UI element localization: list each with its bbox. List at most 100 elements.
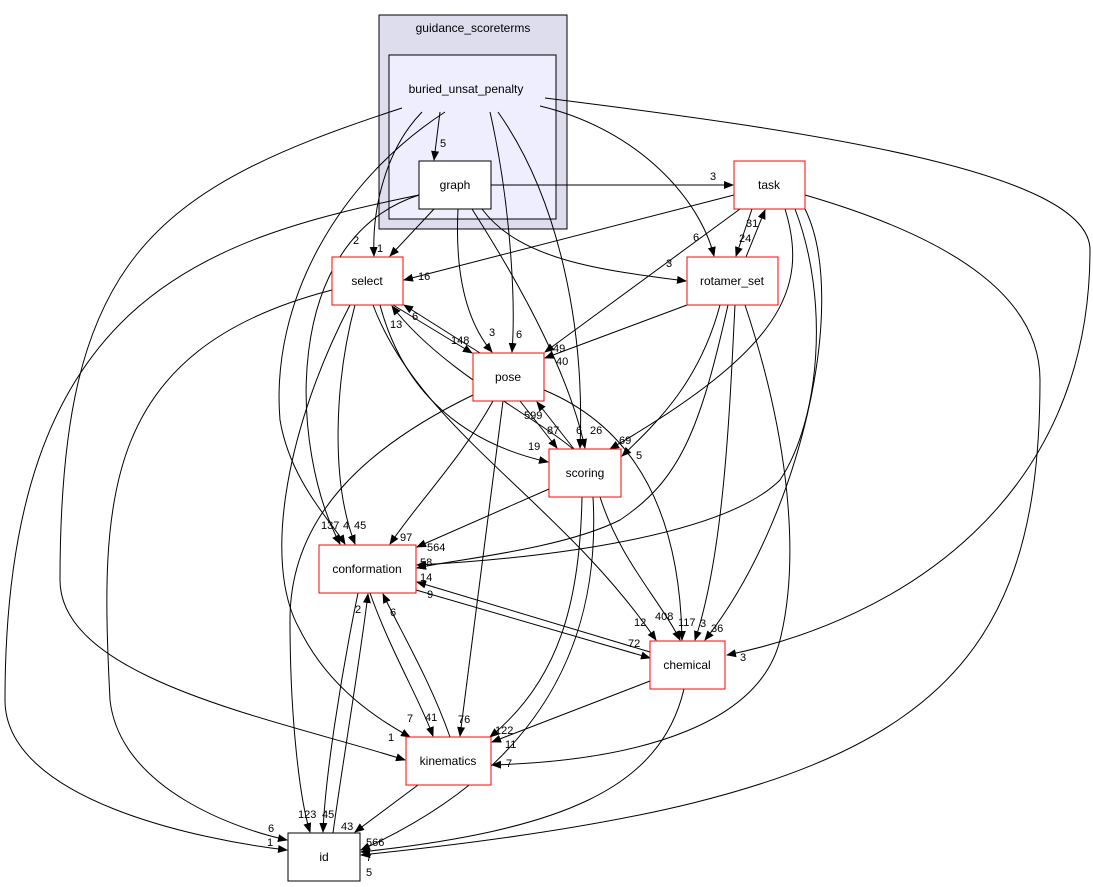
node-id[interactable]: id (287, 832, 361, 882)
edge (332, 593, 371, 834)
edge-label: 5 (366, 867, 372, 879)
node-task[interactable]: task (733, 160, 806, 210)
edge-label: 40 (556, 356, 568, 368)
node-label: rotamer_set (700, 274, 765, 288)
edge-label: 31 (746, 218, 758, 230)
edge (403, 194, 735, 282)
edge (369, 111, 423, 257)
edge (4, 194, 420, 853)
edge-label: 19 (528, 441, 540, 453)
edge (360, 496, 595, 851)
node-label: scoring (566, 466, 605, 480)
edge (544, 304, 688, 359)
edges (4, 97, 1091, 859)
edge (372, 304, 657, 641)
edge-label: 49 (553, 343, 565, 355)
edge (281, 304, 411, 738)
edge-label: 72 (628, 638, 640, 650)
node-graph[interactable]: graph (418, 160, 492, 210)
edge (416, 208, 817, 569)
edge-label: 97 (400, 532, 412, 544)
edge-label: 6 (576, 425, 582, 437)
edge-label: 9 (427, 589, 433, 601)
edge-label: 3 (740, 652, 746, 664)
edge-label: 45 (322, 809, 334, 821)
node-label: task (758, 178, 781, 192)
node-rotamer-set[interactable]: rotamer_set (686, 256, 779, 306)
edge-label: 4 (343, 520, 349, 532)
edge (415, 589, 651, 660)
node-label: select (351, 274, 383, 288)
edge (354, 784, 419, 833)
edge (403, 304, 481, 354)
edge-label: 7 (506, 758, 512, 770)
edge (289, 394, 474, 833)
edge-label: 76 (458, 714, 470, 726)
edge-label: 3 (666, 258, 672, 270)
edge-label: 148 (451, 335, 469, 347)
edge (544, 208, 741, 353)
edge (382, 593, 451, 738)
edge (491, 304, 791, 769)
edge (457, 208, 493, 353)
node-select[interactable]: select (331, 256, 404, 306)
node-label: chemical (663, 658, 710, 672)
edge (481, 208, 687, 284)
edge-labels: 5 2 4 1 6 6 6 3 3 1 3 3 26 137 1 16 49 2… (267, 138, 758, 879)
edge (389, 208, 435, 257)
edge-label: 6 (412, 311, 418, 323)
edge-label: 3 (700, 618, 706, 630)
cluster-label: buried_unsat_penalty (409, 82, 524, 96)
edge (457, 400, 504, 737)
edge (491, 680, 651, 743)
edge-label: 1 (267, 837, 273, 849)
edge-label: 599 (524, 410, 542, 422)
node-kinematics[interactable]: kinematics (405, 736, 492, 786)
edge-label: 3 (489, 327, 495, 339)
edge-label: 1 (388, 732, 394, 744)
node-pose[interactable]: pose (472, 352, 545, 402)
edge (536, 401, 575, 450)
node-label: pose (495, 370, 521, 384)
node-label: id (319, 850, 328, 864)
edge-label: 3 (710, 171, 716, 183)
edge-label: 6 (693, 232, 699, 244)
edge (416, 304, 729, 570)
edge-label: 43 (341, 821, 353, 833)
edge (389, 400, 494, 545)
edge (416, 488, 550, 548)
edge (704, 208, 823, 641)
edge-label: 87 (547, 425, 559, 437)
edge-label: 45 (354, 520, 366, 532)
edge (609, 208, 794, 450)
node-conformation[interactable]: conformation (318, 544, 417, 594)
node-chemical[interactable]: chemical (649, 640, 726, 690)
edge-label: 2 (353, 235, 359, 247)
edge (543, 389, 686, 641)
edge-label: 26 (590, 425, 602, 437)
edge-label: 58 (420, 557, 432, 569)
edge-label: 1 (377, 243, 383, 255)
edge-label: 6 (516, 329, 522, 341)
edge (59, 107, 406, 762)
node-label: graph (440, 178, 471, 192)
edge-label: 122 (495, 725, 513, 737)
edge (305, 194, 420, 545)
edge (369, 592, 434, 737)
edge-label: 16 (418, 271, 430, 283)
edge-label: 2 (355, 604, 361, 616)
edge (319, 592, 359, 833)
edge (544, 97, 1091, 658)
node-scoring[interactable]: scoring (548, 448, 622, 498)
edge (337, 304, 356, 545)
edge (539, 105, 716, 257)
edge (106, 289, 333, 843)
node-label: conformation (332, 562, 401, 576)
edge (360, 194, 1041, 859)
edge-label: 24 (739, 233, 751, 245)
edge-label: 566 (366, 837, 384, 849)
edge-label: 7 (407, 713, 413, 725)
edge-label: 11 (505, 739, 516, 751)
edge (416, 580, 651, 653)
